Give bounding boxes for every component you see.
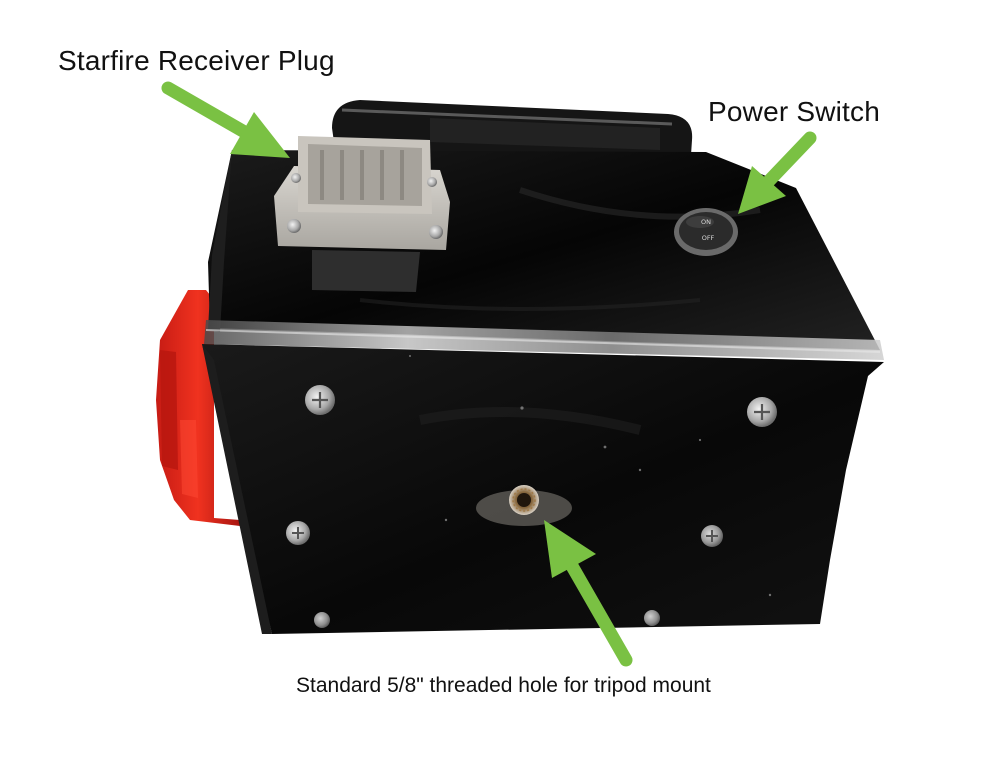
tripod-threaded-hole [476,485,572,526]
arrow-power-switch-icon [738,131,817,214]
switch-on-text: ON [701,218,711,226]
enclosure-edge [204,320,884,360]
switch-off-text: OFF [702,234,715,242]
receiver-plug-connector [274,136,450,292]
tripod-hole-label: Standard 5/8" threaded hole for tripod m… [296,674,711,697]
screw-mid-right [701,525,723,547]
receiver-plug-label: Starfire Receiver Plug [58,45,335,76]
screw-bottom-left [314,612,330,628]
screw-bottom-right [644,610,660,626]
screw-mid-left [286,521,310,545]
screw-top-left [305,385,335,415]
arrow-tripod-hole-icon [544,520,633,667]
red-handle [156,290,240,526]
power-switch-label: Power Switch [708,96,881,127]
power-switch: ON OFF [674,208,738,256]
screw-top-right [747,397,777,427]
enclosure-front-face [202,344,884,634]
arrow-receiver-plug-icon [161,81,290,158]
